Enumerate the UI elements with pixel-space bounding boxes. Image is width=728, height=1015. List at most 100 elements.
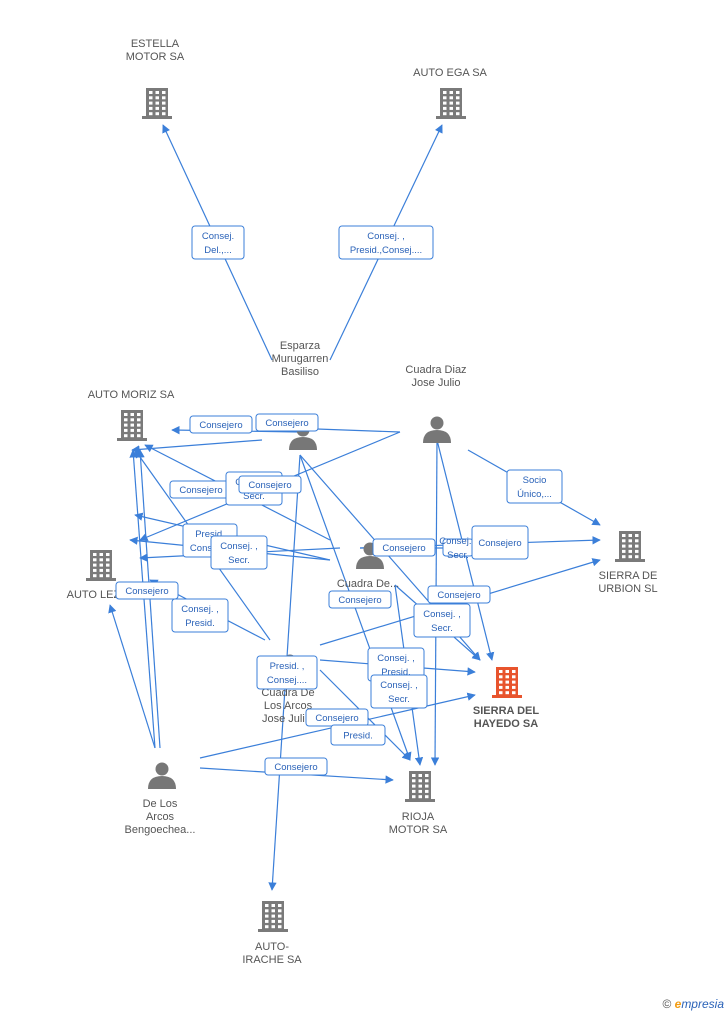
node-label-line: HAYEDO SA [474, 718, 538, 730]
relation-text-line: Consejero [315, 713, 358, 724]
relation-label[interactable]: Consej. ,Presid. [367, 647, 425, 682]
relation-labels: Consej.Del.,...Consej. ,Presid.,Consej..… [115, 225, 563, 776]
relation-box [191, 225, 245, 260]
relation-text: Consejero [437, 590, 480, 601]
relation-label[interactable]: Consej. ,Presid. [171, 598, 229, 633]
node-label-line: URBION SL [598, 583, 657, 595]
relation-box [338, 225, 434, 260]
relation-label[interactable]: Presid. [330, 724, 386, 746]
node-label-line: IRACHE SA [242, 954, 302, 966]
relation-box [256, 655, 318, 690]
company-node-autolez[interactable]: AUTO LEZ... [67, 550, 130, 601]
relation-text-line: Consejero [199, 420, 242, 431]
node-label-line: MOTOR SA [389, 824, 448, 836]
node-label-line: AUTO LEZ... [67, 589, 130, 601]
relation-text-line: Consejero [179, 485, 222, 496]
copyright-symbol: © [662, 997, 672, 1011]
relation-box [255, 413, 319, 432]
relation-label[interactable]: Consejero [169, 480, 233, 499]
relation-label[interactable]: Consejero [372, 538, 436, 557]
relation-text-line: Único,... [517, 489, 552, 500]
relation-label[interactable]: Consejero [305, 708, 369, 727]
building-icon [436, 88, 466, 119]
relation-text-line: Socio [523, 475, 547, 486]
relation-text: Consej. ,Presid. [377, 653, 415, 678]
relation-text: Consej. ,Secr. [423, 609, 461, 634]
relation-text: Presid. ,Consej.... [267, 661, 307, 686]
relation-text: Consej.Del.,... [202, 231, 234, 256]
relation-text-line: Consejero [248, 480, 291, 491]
relation-label[interactable]: Consejero [264, 757, 328, 776]
footer-brand: © empresia [662, 997, 724, 1011]
relation-label[interactable]: Consej. ,Secr. [210, 535, 268, 570]
relation-text-line: Consejero [478, 538, 521, 549]
relation-box [328, 590, 392, 609]
node-label: AUTO EGA SA [413, 67, 487, 79]
relation-label[interactable]: Consejero [471, 525, 529, 560]
relation-text: Consej. ,Secr. [220, 541, 258, 566]
relation-text-line: Consej. [202, 231, 234, 242]
relation-label[interactable]: Consej.Del.,... [191, 225, 245, 260]
node-label-line: AUTO- [255, 941, 289, 953]
node-label-line: Cuadra Diaz [405, 364, 466, 376]
relation-box [330, 724, 386, 746]
node-label-line: Arcos [146, 811, 175, 823]
relation-label[interactable]: Presid. ,Consej.... [256, 655, 318, 690]
node-label-line: SIERRA DE [599, 570, 658, 582]
relation-text-line: Secr. [447, 550, 469, 561]
node-label-line: Cuadra De [261, 687, 314, 699]
node-label-line: Basiliso [281, 366, 319, 378]
relation-box [264, 757, 328, 776]
relation-label[interactable]: Consej. ,Secr. [370, 674, 428, 709]
relation-text-line: Consej. , [423, 609, 461, 620]
relation-text-line: Consej. , [377, 653, 415, 664]
edge [108, 604, 156, 749]
relation-text-line: Secr. [228, 555, 250, 566]
relation-text-line: Consejero [274, 762, 317, 773]
relation-text: Consejero [274, 762, 317, 773]
building-icon [405, 771, 435, 802]
relation-label[interactable]: Consej. ,Secr. [413, 603, 471, 638]
relation-label[interactable]: Consejero [427, 585, 491, 604]
relation-text-line: Consejero [437, 590, 480, 601]
relation-box [370, 674, 428, 709]
edge [131, 439, 263, 454]
relation-label[interactable]: Consejero [255, 413, 319, 432]
company-node-autoega[interactable]: AUTO EGA SA [413, 67, 488, 119]
relation-box [171, 598, 229, 633]
node-label: AUTO LEZ... [67, 589, 130, 601]
relation-text-line: Consej. , [380, 680, 418, 691]
relation-label[interactable]: Consej. ,Secr. [439, 536, 477, 561]
relation-label[interactable]: Consejero [115, 581, 179, 600]
relation-label[interactable]: Consejero [328, 590, 392, 609]
relation-text-line: Presid.,Consej.... [350, 245, 422, 256]
company-node-autoirache[interactable]: AUTO-IRACHE SA [242, 901, 302, 966]
relation-text: Consejero [315, 713, 358, 724]
brand-name: mpresia [681, 997, 724, 1011]
node-label-line: Murugarren [272, 353, 329, 365]
relation-text-line: Presid. , [270, 661, 305, 672]
relation-text-line: Presid. [195, 529, 225, 540]
relation-label[interactable]: Consejero [189, 415, 253, 434]
node-label-line: Jose Julio [412, 377, 461, 389]
relation-text: Consejero [265, 418, 308, 429]
company-node-automoriz[interactable]: AUTO MORIZ SA [88, 389, 175, 441]
relation-label[interactable]: Consej. ,Presid.,Consej.... [338, 225, 434, 260]
node-label-line: ESTELLA [131, 38, 180, 50]
node-label: AUTO-IRACHE SA [242, 941, 302, 966]
relation-label[interactable]: Consejero [238, 475, 302, 494]
